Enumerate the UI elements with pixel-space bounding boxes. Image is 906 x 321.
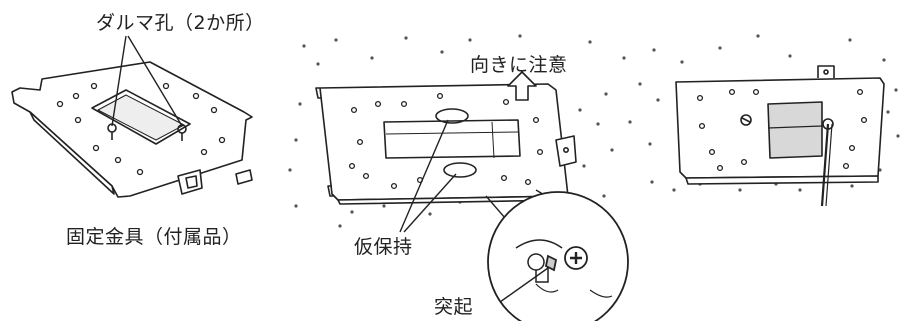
direction-label: 向きに注意: [470, 54, 568, 76]
fixed-screw-right: [820, 118, 834, 207]
bracket-label: 固定金具（付属品）: [66, 226, 242, 248]
temporary-hold-label: 仮保持: [354, 236, 413, 258]
protrusion-mark: [544, 254, 558, 272]
fixed-screw-left: [740, 114, 752, 126]
keyhole-label: ダルマ孔（2か所）: [96, 12, 265, 34]
magnified-detail: [487, 191, 629, 321]
temporary-hold-leaders: [399, 119, 457, 233]
mount-holes: [56, 82, 226, 176]
lower-hold-ring: [443, 162, 477, 178]
direction-arrow-icon: [507, 71, 537, 101]
ceiling-figure: [288, 34, 642, 321]
fixed-figure: [648, 34, 900, 207]
protrusion-label: 突起: [434, 296, 474, 318]
upper-hold-ring: [435, 108, 469, 124]
bracket-figure: [11, 61, 253, 198]
keyhole-leaders: [111, 35, 183, 127]
phillips-screw-icon: [564, 246, 588, 270]
